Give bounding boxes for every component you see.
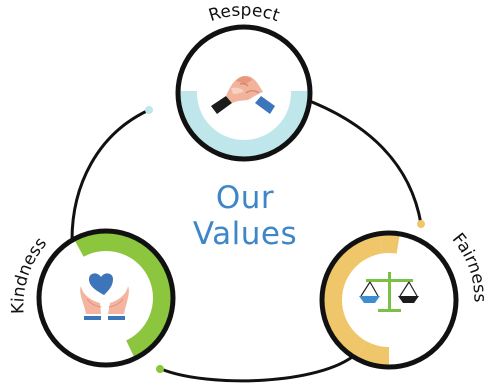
title-line-2: Values	[192, 216, 298, 252]
kindness-connector-dot	[156, 365, 164, 373]
respect-connector-dot	[145, 106, 153, 114]
respect-node	[175, 24, 313, 162]
handshake-icon	[211, 75, 275, 114]
connector-respect-to-fairness	[310, 100, 423, 226]
fairness-connector-dot	[417, 220, 425, 228]
connector-kindness-to-respect	[70, 108, 151, 242]
fairness-node	[319, 230, 459, 370]
connector-fairness-to-kindness	[159, 352, 358, 383]
kindness-node	[36, 228, 176, 368]
title-line-1: Our	[215, 180, 275, 216]
diagram-title: Our Values	[150, 180, 340, 252]
heart-in-hands-icon	[80, 273, 129, 320]
respect-label: Respect	[206, 0, 282, 26]
balance-scale-icon	[359, 272, 419, 312]
